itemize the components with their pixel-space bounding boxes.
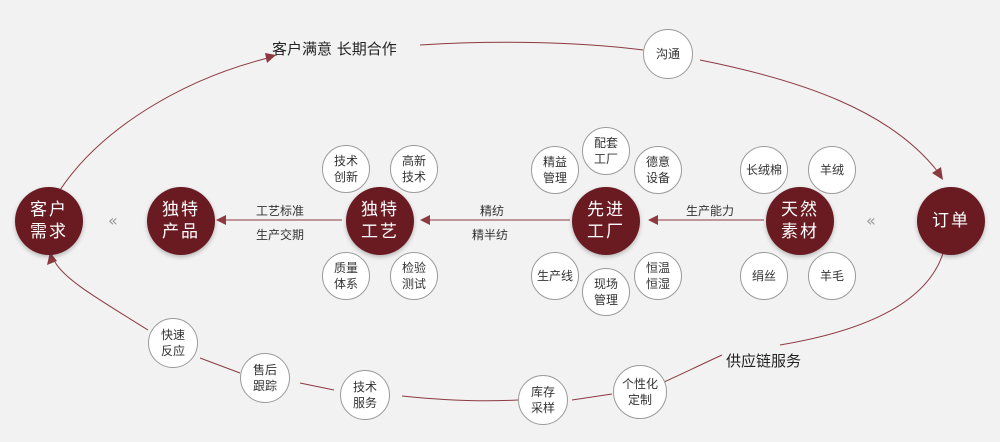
title-bottom: 供应链服务 — [726, 352, 802, 370]
node-wool: 羊毛 — [808, 252, 856, 300]
arc-top-middle — [419, 41, 644, 51]
node-customer-demand: 客户 需求 — [15, 187, 83, 255]
node-quality-system: 质量 体系 — [322, 252, 370, 300]
arc-top-left — [59, 57, 269, 191]
arrowhead-factory-to-craft — [420, 215, 430, 225]
arrowhead-top-left — [265, 53, 276, 63]
node-advanced-factory: 先进 工厂 — [572, 187, 640, 255]
node-deyi-equipment: 德意 设备 — [634, 146, 682, 194]
arrowhead-material-to-factory — [648, 215, 658, 225]
node-constant-temp-humidity: 恒温 恒湿 — [634, 252, 682, 300]
label-production-delivery: 生产交期 — [256, 228, 305, 242]
node-production-line: 生产线 — [531, 252, 579, 300]
node-silk: 绢丝 — [740, 252, 788, 300]
node-unique-product: 独特 产品 — [147, 187, 215, 255]
node-cashmere: 长绒棉 — [740, 146, 788, 194]
node-testing: 检验 测试 — [390, 252, 438, 300]
title-top: 客户满意 长期合作 — [272, 40, 397, 58]
node-natural-material: 天然 素材 — [766, 187, 834, 255]
label-capacity: 生产能力 — [686, 204, 735, 218]
arrowhead-bottom-left — [47, 252, 57, 265]
arc-bottom-2 — [571, 393, 613, 401]
arc-bottom-4 — [299, 382, 335, 391]
node-lamb-wool: 羊绒 — [808, 146, 856, 194]
node-tech-service: 技术 服务 — [340, 370, 390, 420]
arc-bottom-6 — [54, 261, 149, 331]
node-site-management: 现场 管理 — [582, 268, 630, 316]
label-fine-spinning: 精纺 — [480, 204, 505, 218]
arc-bottom-5 — [199, 357, 241, 374]
node-inventory-sampling: 库存 采样 — [518, 375, 568, 425]
label-semi-fine-spinning: 精半纺 — [472, 228, 509, 242]
chevron-right-icon: « — [866, 211, 876, 230]
arc-top-right — [699, 59, 939, 173]
node-lean-management: 精益 管理 — [531, 146, 579, 194]
node-unique-craft: 独特 工艺 — [346, 187, 414, 255]
label-craft-standard: 工艺标准 — [256, 204, 305, 218]
chevron-left-icon: « — [108, 211, 118, 230]
node-communication: 沟通 — [643, 29, 693, 79]
node-supporting-factory: 配套 工厂 — [582, 127, 630, 175]
node-tech-innovation: 技术 创新 — [322, 145, 370, 193]
arc-bottom-1 — [663, 354, 723, 383]
node-customization: 个性化 定制 — [613, 365, 667, 419]
node-high-tech: 高新 技术 — [390, 145, 438, 193]
node-order: 订单 — [917, 187, 985, 255]
node-after-sales: 售后 跟踪 — [240, 353, 290, 403]
arc-bottom-right — [779, 249, 945, 346]
arrowhead-craft-to-product — [216, 215, 226, 225]
node-fast-response: 快速 反应 — [148, 318, 198, 368]
arc-bottom-3 — [401, 395, 519, 402]
arrowhead-top-right — [932, 167, 943, 180]
